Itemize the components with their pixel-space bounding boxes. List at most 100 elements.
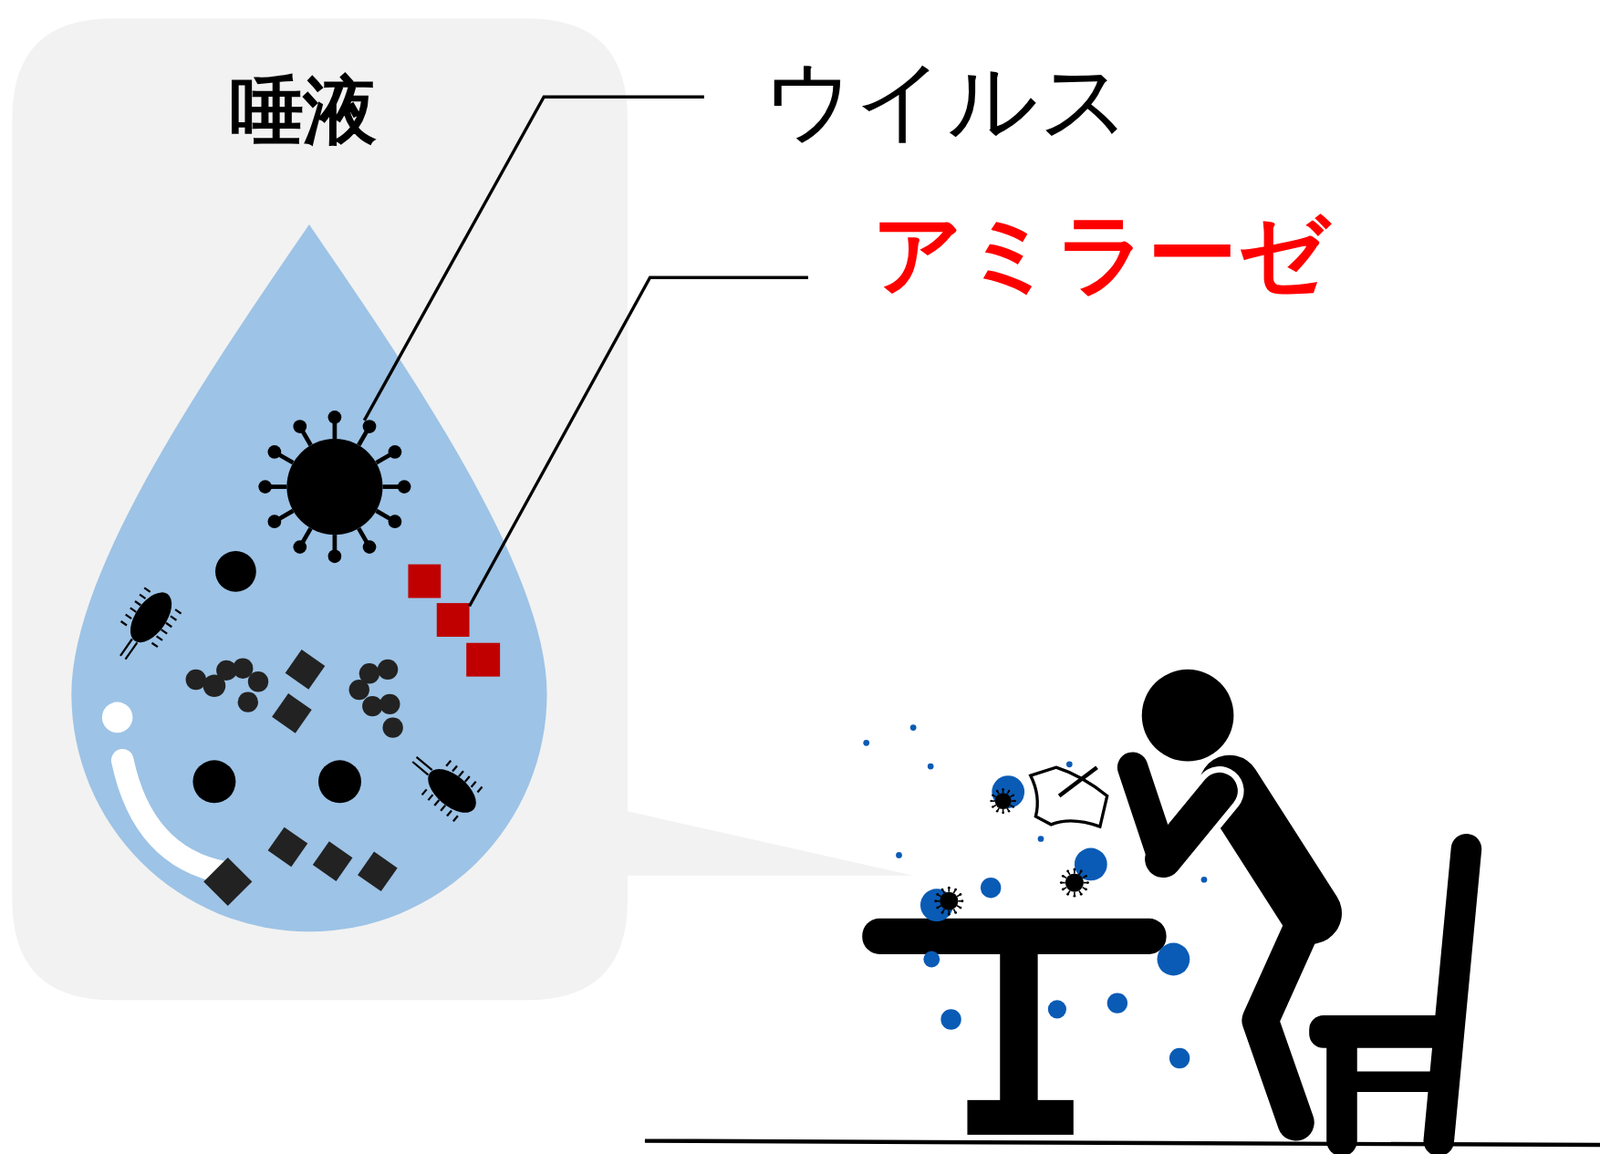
- shape: [166, 623, 172, 627]
- shape: [1001, 811, 1005, 815]
- shape: [104, 581, 187, 671]
- shape: [1065, 873, 1084, 893]
- shape: [996, 810, 999, 813]
- shape: [1007, 789, 1011, 793]
- shape: [268, 445, 282, 459]
- shape: [1066, 760, 1073, 768]
- shape: [1012, 805, 1016, 809]
- shape: [1048, 999, 1067, 1019]
- shape: [1012, 793, 1016, 797]
- shape: [363, 419, 377, 434]
- shape: [1007, 810, 1011, 813]
- particles: [192, 550, 362, 803]
- shape: [440, 805, 446, 811]
- shape: [400, 742, 489, 827]
- highlight: [102, 702, 134, 734]
- shape: [286, 438, 383, 535]
- shape: [995, 792, 1012, 810]
- shape: [947, 913, 951, 916]
- shape: [996, 789, 999, 793]
- shape: [125, 642, 138, 659]
- shape: [954, 911, 957, 915]
- shape: [940, 1008, 961, 1029]
- shape: [1061, 887, 1065, 891]
- shape: [139, 594, 146, 599]
- droplets: [862, 724, 1207, 1069]
- shape: [397, 479, 412, 494]
- shape: [477, 786, 482, 792]
- shape: [363, 540, 377, 554]
- leader-line: [363, 96, 705, 421]
- shape: [935, 906, 939, 910]
- shape: [941, 911, 945, 915]
- shape: [151, 643, 157, 647]
- shape: [1001, 788, 1005, 791]
- shape: [446, 810, 452, 816]
- shape: [862, 739, 870, 747]
- shape: [923, 951, 940, 968]
- person: [1132, 669, 1312, 1123]
- shape: [935, 893, 939, 896]
- floor: [644, 1141, 1600, 1145]
- shape: [934, 899, 937, 903]
- shape: [959, 893, 963, 896]
- shape: [175, 609, 181, 613]
- shape: [452, 765, 458, 771]
- shape: [156, 635, 163, 640]
- shape: [1084, 887, 1088, 891]
- shape: [1072, 868, 1076, 872]
- shape: [910, 724, 917, 731]
- shape: [1013, 800, 1017, 803]
- shape: [465, 776, 470, 782]
- shape: [954, 888, 957, 892]
- leader-line: [469, 277, 809, 606]
- shape: [941, 888, 945, 892]
- amylase-symbol: [407, 564, 500, 677]
- shape: [947, 886, 951, 890]
- shape: [130, 607, 136, 612]
- callout-label: ウイルス: [763, 56, 1132, 146]
- shape: [328, 549, 343, 563]
- shape: [939, 892, 958, 911]
- shape: [427, 794, 433, 800]
- shape: [1084, 874, 1088, 878]
- shape: [1080, 893, 1083, 896]
- shape: [446, 760, 451, 767]
- callout-panel: [11, 18, 914, 1000]
- saliva-drop: [71, 224, 547, 932]
- shape: [989, 800, 993, 803]
- shape: [412, 761, 428, 775]
- shape: [292, 540, 307, 554]
- virus-symbol: [258, 410, 411, 563]
- shape: [161, 629, 167, 634]
- heading-label: 唾液: [229, 73, 377, 148]
- shape: [1072, 894, 1076, 898]
- shape: [121, 621, 127, 625]
- tissue: [1059, 767, 1097, 796]
- shape: [292, 419, 307, 434]
- shape: [1066, 870, 1070, 873]
- shape: [959, 906, 963, 910]
- shape: [1169, 1048, 1190, 1069]
- shape: [268, 514, 282, 529]
- shape: [422, 789, 427, 795]
- bacteria: [104, 581, 489, 827]
- callout-label: アミラーゼ: [872, 208, 1330, 299]
- virus-symbol: [934, 788, 1090, 916]
- shape: [388, 514, 403, 529]
- shape: [1066, 893, 1070, 896]
- shape: [170, 615, 177, 620]
- shape: [991, 805, 995, 809]
- shape: [328, 410, 343, 425]
- shape: [135, 601, 141, 605]
- shape: [458, 770, 464, 777]
- shape: [927, 763, 935, 770]
- shape: [980, 877, 1001, 898]
- shape: [471, 781, 477, 788]
- enzyme-blocks: [203, 649, 397, 906]
- shape: [961, 899, 965, 903]
- shape: [434, 800, 439, 806]
- shape: [895, 851, 903, 859]
